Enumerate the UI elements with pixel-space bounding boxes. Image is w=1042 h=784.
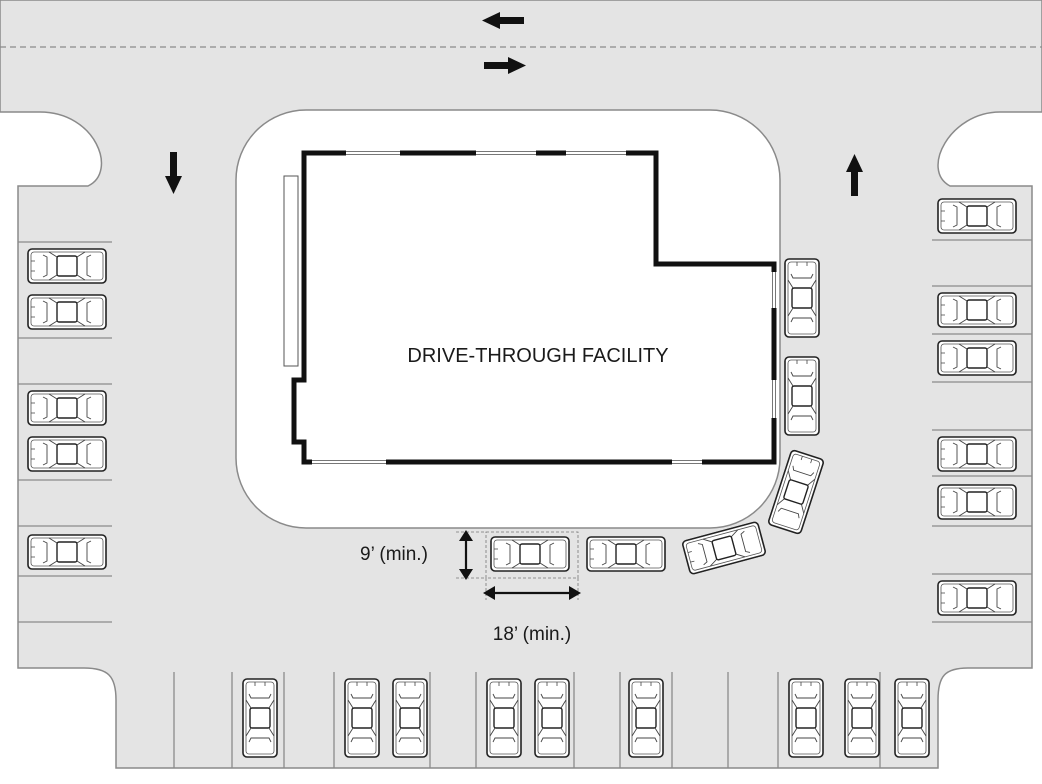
- parked-car: [392, 678, 428, 758]
- bottom-parking-stalls: [173, 672, 881, 768]
- parked-car: [628, 678, 664, 758]
- stall-width-dimension: [456, 530, 579, 580]
- parked-car: [27, 436, 107, 472]
- queued-car: [490, 536, 570, 572]
- queued-car: [784, 356, 820, 436]
- right-parking-stalls: [932, 239, 1032, 623]
- building-island: [235, 109, 781, 529]
- parked-car: [937, 292, 1017, 328]
- parked-car: [27, 534, 107, 570]
- stall-width-label: 9’ (min.): [360, 544, 428, 565]
- parked-car: [242, 678, 278, 758]
- parked-car: [534, 678, 570, 758]
- queued-car: [784, 258, 820, 338]
- drive-through-building: [283, 150, 777, 465]
- stall-length-label: 18’ (min.): [493, 624, 571, 645]
- parked-car: [844, 678, 880, 758]
- left-parking-stalls: [18, 241, 112, 623]
- arrow-west-icon: [482, 12, 524, 29]
- arrow-north-icon: [846, 154, 863, 196]
- canopy-strip: [283, 175, 299, 367]
- stall-length-dimension: [483, 578, 581, 600]
- building-windows: [312, 150, 777, 465]
- parked-car: [937, 484, 1017, 520]
- parked-car: [937, 198, 1017, 234]
- parked-car: [937, 436, 1017, 472]
- parked-car: [27, 248, 107, 284]
- parked-car: [937, 340, 1017, 376]
- parked-car: [344, 678, 380, 758]
- arrow-east-icon: [484, 57, 526, 74]
- queued-car: [586, 536, 666, 572]
- building-wall: [291, 150, 777, 465]
- parked-car: [27, 294, 107, 330]
- building-label: DRIVE-THROUGH FACILITY: [407, 345, 668, 367]
- parked-car: [894, 678, 930, 758]
- parked-car: [788, 678, 824, 758]
- parked-car: [486, 678, 522, 758]
- parked-car: [937, 580, 1017, 616]
- parked-car: [27, 390, 107, 426]
- arrow-south-icon: [165, 152, 182, 194]
